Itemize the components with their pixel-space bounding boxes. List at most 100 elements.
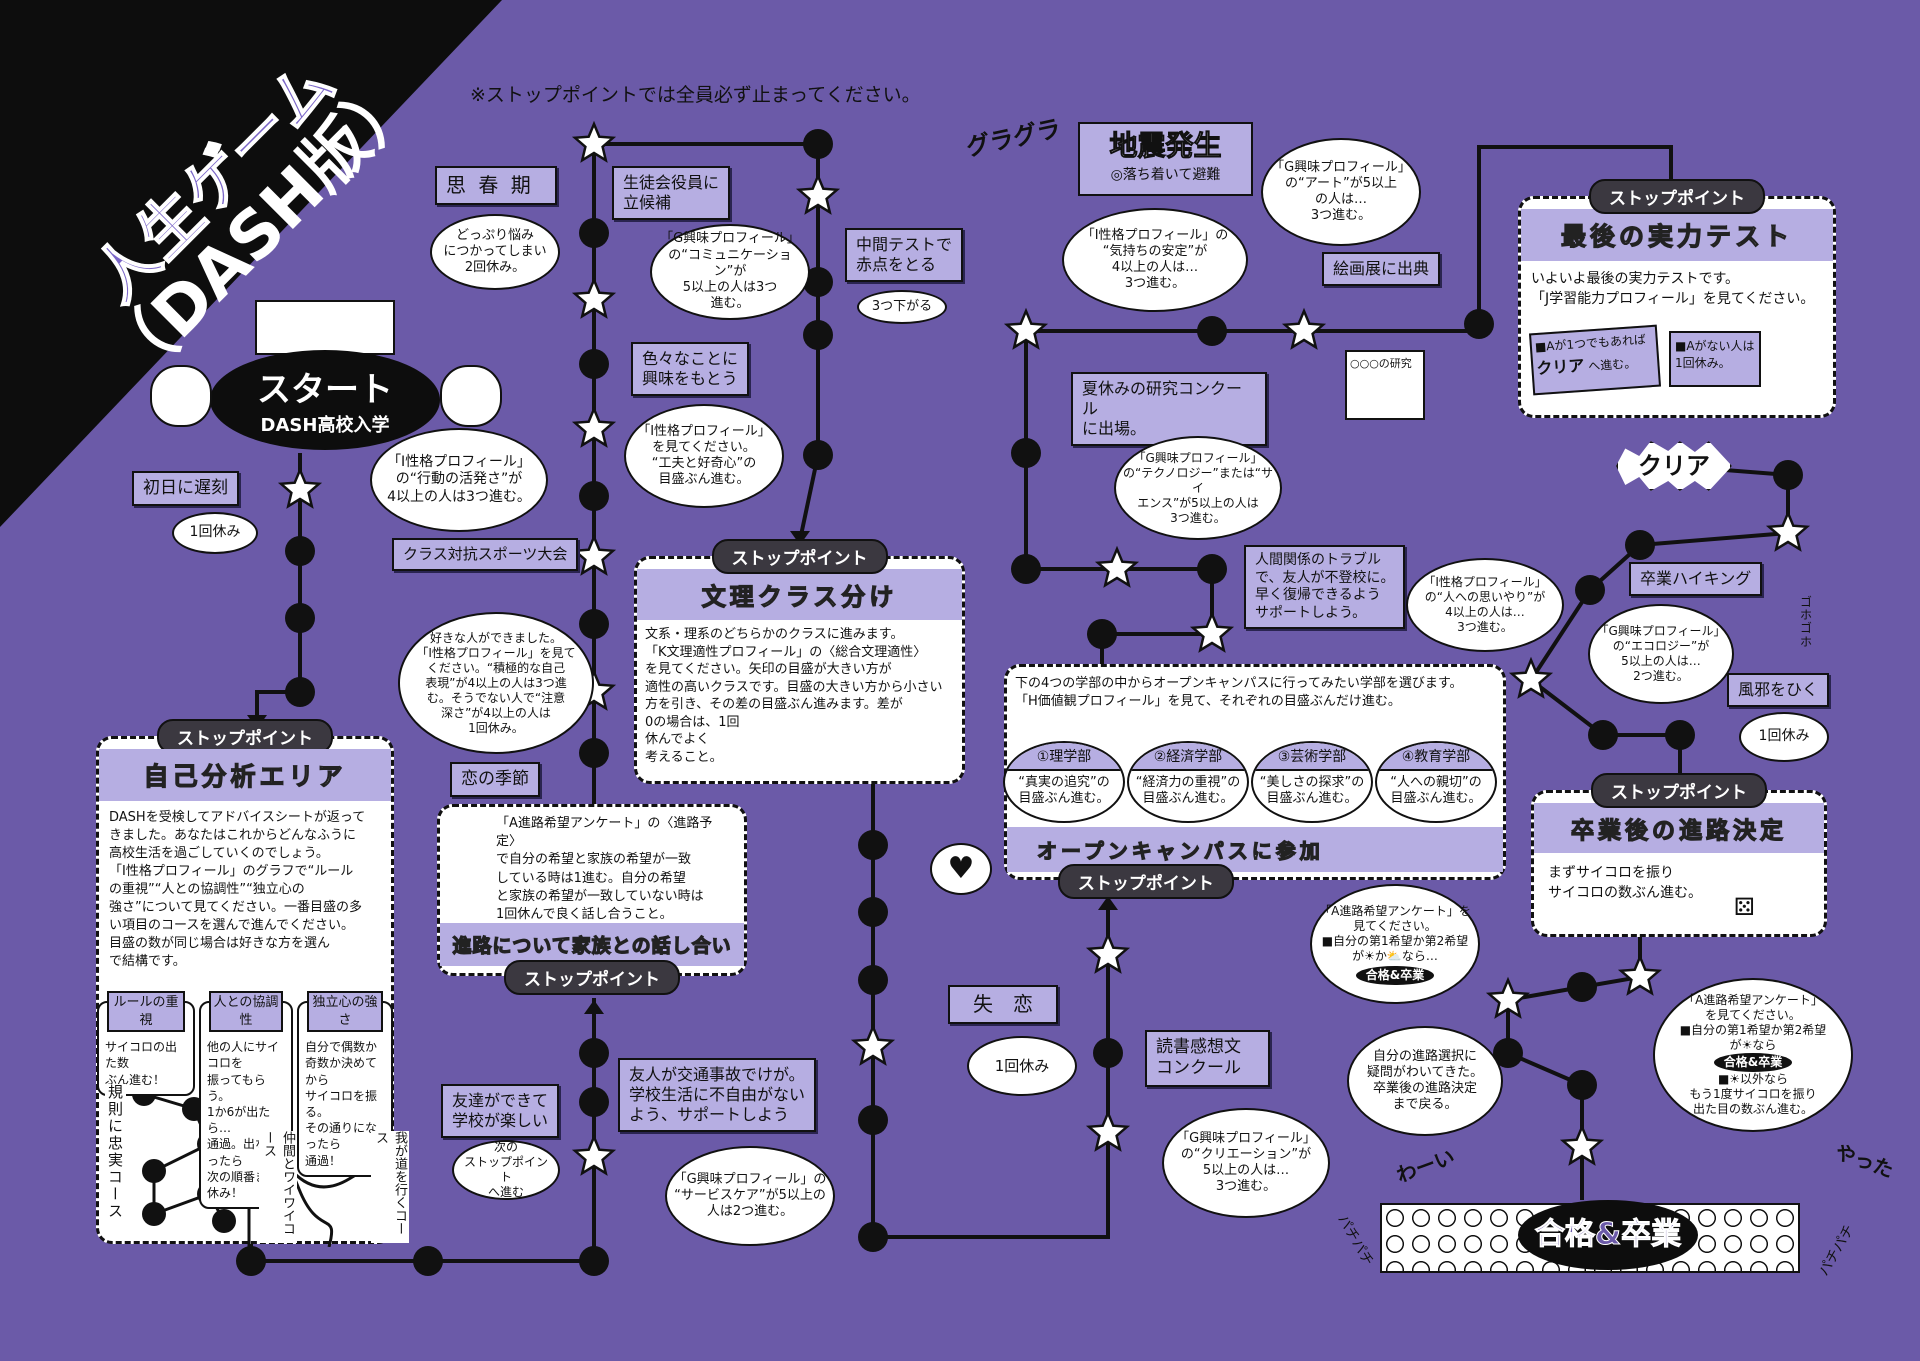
faculty-science[interactable]: ①理学部“真実の追究”の 目盛ぶん進む。 (1003, 741, 1125, 823)
board-space-circle[interactable] (236, 1246, 266, 1276)
board-space-star[interactable] (1508, 656, 1554, 699)
board-space-circle[interactable] (858, 830, 888, 860)
board-space-circle[interactable] (1625, 530, 1655, 560)
board-space-star[interactable] (1281, 307, 1327, 350)
board-space-circle[interactable] (413, 1246, 443, 1276)
board-space-circle[interactable] (1493, 1038, 1523, 1068)
stop-class-split: ストップポイント 文理クラス分け 文系・理系のどちらかのクラスに進みます。 「K… (634, 539, 965, 784)
board-space-star[interactable] (1189, 610, 1235, 653)
start-space[interactable]: スタート DASH高校入学 (210, 350, 440, 450)
event-midterm: 中間テストで 赤点をとる (845, 228, 964, 282)
arrow-icon (790, 531, 810, 545)
note-no-a: ■Aがない人は 1回休み。 (1669, 331, 1761, 387)
event-cold: 風邪をひく (1727, 673, 1830, 707)
board-space-star[interactable] (1003, 307, 1049, 350)
bubble-interest: 「I性格プロフィール」 を見てください。 “工夫と好奇心”の 目盛ぶん進む。 (624, 404, 784, 508)
board-space-circle[interactable] (579, 218, 609, 248)
board-space-circle[interactable] (1197, 316, 1227, 346)
board-space-star[interactable] (1765, 509, 1811, 552)
board-space-circle[interactable] (285, 677, 315, 707)
board-space-circle[interactable] (579, 481, 609, 511)
start-sub: DASH高校入学 (260, 415, 390, 436)
stop-tag: ストップポイント (711, 539, 888, 574)
bubble-sports: 「I性格プロフィール」 の“行動の活発さ”が 4以上の人は3つ進む。 (370, 428, 548, 532)
board-space-circle[interactable] (579, 1038, 609, 1068)
event-art: 絵画展に出典 (1322, 252, 1441, 286)
board-space-star[interactable] (850, 1023, 896, 1066)
board-space-circle[interactable] (858, 1222, 888, 1252)
board-space-circle[interactable] (1087, 619, 1117, 649)
faculty-education[interactable]: ④教育学部“人への親切”の 目盛ぶん進む。 (1375, 741, 1497, 823)
event-friends: 友達ができて 学校が楽しい (441, 1084, 560, 1138)
board-space-circle[interactable] (858, 1105, 888, 1135)
board-space-circle[interactable] (858, 965, 888, 995)
bubble-friends: 次の ストップポイント へ進む (452, 1140, 560, 1200)
start-label: スタート (257, 370, 393, 410)
board-space-circle[interactable] (579, 1087, 609, 1117)
stop-body: まずサイコロを振り サイコロの数ぶん進む。 (1548, 865, 1702, 902)
bubble-council: 「G興味プロフィール」 の“コミュニケーション”が 5以上の人は3つ 進む。 (650, 224, 810, 320)
board-space-circle[interactable] (1197, 554, 1227, 584)
board-space-circle[interactable] (1773, 460, 1803, 490)
board-space-circle[interactable] (1464, 309, 1494, 339)
bubble-puberty: どっぷり悩み につかってしまい 2回休み。 (430, 214, 560, 290)
bubble-love: 好きな人ができました。 「I性格プロフィール」を見て ください。“積極的な自己 … (398, 612, 594, 754)
bubble-trouble: 「I性格プロフィール」 の“人への思いやり”が 4以上の人は… 3つ進む。 (1406, 558, 1564, 652)
board-space-circle[interactable] (579, 738, 609, 768)
event-council: 生徒会役員に 立候補 (612, 166, 731, 220)
event-love: 恋の季節 (450, 762, 540, 798)
board-space-star[interactable] (571, 276, 617, 319)
stop-tag: ストップポイント (157, 719, 333, 754)
board-space-circle[interactable] (803, 440, 833, 470)
board-space-star[interactable] (571, 533, 617, 576)
board-space-circle[interactable] (1011, 554, 1041, 584)
stop-tag: ストップポイント (504, 960, 680, 995)
board-space-star[interactable] (1485, 976, 1531, 1019)
board-space-circle[interactable] (803, 267, 833, 297)
board-space-star[interactable] (1094, 545, 1140, 588)
board-space-circle[interactable] (1011, 438, 1041, 468)
board-space-circle[interactable] (579, 349, 609, 379)
board-space-star[interactable] (571, 120, 617, 163)
stop-title: 最後の実力テスト (1521, 209, 1833, 261)
bubble-essay: 「G興味プロフィール」 の“クリエーション”が 5以上の人は… 3つ進む。 (1162, 1108, 1330, 1218)
board-space-circle[interactable] (1093, 1038, 1123, 1068)
board-space-circle[interactable] (803, 320, 833, 350)
event-heartbreak: 失 恋 (948, 985, 1058, 1024)
board-space-circle[interactable] (1567, 972, 1597, 1002)
board-space-circle[interactable] (579, 1246, 609, 1276)
board-space-circle[interactable] (858, 897, 888, 927)
board-space-star[interactable] (795, 172, 841, 215)
stop-career-decision: ストップポイント 卒業後の進路決定 まずサイコロを振り サイコロの数ぶん進む。 … (1531, 773, 1827, 937)
board-space-circle[interactable] (285, 603, 315, 633)
bubble-cold: 1回休み (1739, 712, 1829, 762)
student-face-icon (150, 365, 212, 427)
course-path-rule: 規則に忠実コース (105, 1084, 126, 1234)
goal-pass-graduate[interactable]: 合格&卒業 (1518, 1200, 1698, 1270)
board-space-circle[interactable] (579, 609, 609, 639)
bubble-heartbreak: 1回休み (967, 1036, 1077, 1096)
faculty-economics[interactable]: ②経済学部“経済力の重視”の 目盛ぶん進む。 (1127, 741, 1249, 823)
student-face-icon (440, 365, 502, 427)
notice-text: ※ストップポイントでは全員必ず止まってください。 (470, 84, 921, 106)
research-poster: ○○○の研究 (1345, 350, 1425, 420)
board-space-star[interactable] (1617, 953, 1663, 996)
event-earthquake: 地震発生 ◎落ち着いて避難 (1078, 122, 1253, 196)
board-space-star[interactable] (1559, 1123, 1605, 1166)
board-space-circle[interactable] (1567, 1070, 1597, 1100)
board-space-star[interactable] (277, 466, 323, 509)
board-space-star[interactable] (1085, 1109, 1131, 1152)
event-trouble: 人間関係のトラブル で、友人が不登校に。 早く復帰できるよう サポートしよう。 (1244, 545, 1406, 629)
board-space-circle[interactable] (285, 536, 315, 566)
board-space-circle[interactable] (1575, 575, 1605, 605)
board-space-star[interactable] (1085, 931, 1131, 974)
bubble-hiking: 「G興味プロフィール」 の“エコロジー”が 5以上の人は… 2つ進む。 (1588, 604, 1734, 704)
board-space-circle[interactable] (1665, 720, 1695, 750)
board-space-star[interactable] (571, 405, 617, 448)
board-space-circle[interactable] (803, 129, 833, 159)
bubble-late: 1回休み (172, 512, 258, 554)
faculty-arts[interactable]: ③芸術学部“美しさの探求”の 目盛ぶん進む。 (1251, 741, 1373, 823)
board-space-star[interactable] (571, 1133, 617, 1176)
board-space-circle[interactable] (1588, 720, 1618, 750)
stop-body: 文系・理系のどちらかのクラスに進みます。 「K文理適性プロフィール」の〈総合文理… (645, 627, 943, 765)
